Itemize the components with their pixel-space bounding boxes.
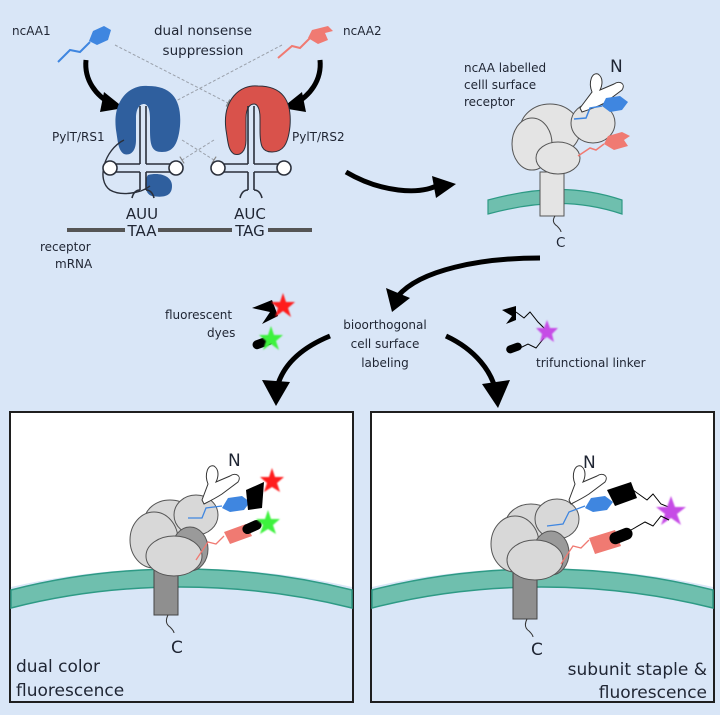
arrow-to-labelled-receptor <box>344 169 456 198</box>
panel-title-line1: subunit staple & <box>568 660 707 680</box>
cell-membrane <box>371 568 714 609</box>
labeling-section: fluorescent dyes bioorthogonal cell surf… <box>165 293 646 408</box>
receptor-subunits <box>490 498 580 581</box>
red-dye-icon <box>252 293 295 324</box>
dual-nonsense-title-line1: dual nonsense <box>154 23 252 39</box>
anticodon1-label: AUU <box>126 205 158 223</box>
receptor-subunits <box>511 102 616 175</box>
ncaa2-icon <box>277 26 333 59</box>
ncaa1-label: ncAA1 <box>12 24 51 38</box>
mrna-label-line2: mRNA <box>55 257 93 271</box>
n-terminus-label: N <box>583 453 596 473</box>
pylrs2-enzyme <box>224 85 291 155</box>
dual-color-fluorescence-panel: C N dual color fluorescence <box>9 411 354 703</box>
c-terminus-label: C <box>171 638 183 658</box>
c-terminus-label: C <box>556 235 565 251</box>
ncaa2-site-icon <box>604 132 630 150</box>
labelled-receptor-section: ncAA labelled celll surface receptor C N <box>464 57 630 251</box>
anticodon2-label: AUC <box>234 205 266 223</box>
dyes-label-line1: fluorescent <box>165 308 232 322</box>
transmembrane-domain <box>539 171 565 217</box>
receptor-label-line3: receptor <box>464 95 515 109</box>
mrna-label-line1: receptor <box>40 240 91 254</box>
linker-label: trifunctional linker <box>536 356 646 370</box>
receptor-label-line1: ncAA labelled <box>464 61 546 75</box>
arrow-to-subunit-staple <box>444 333 510 408</box>
dyes-label-line2: dyes <box>207 326 235 340</box>
labeling-label-line1: bioorthogonal <box>343 318 426 332</box>
codon2-label: TAG <box>234 222 265 240</box>
labeling-label-line3: labeling <box>361 356 409 370</box>
trifunctional-linker-icon <box>502 306 558 354</box>
ncaa1-site-icon <box>602 96 628 112</box>
receptor-subunits <box>129 494 219 577</box>
ncaa2-label: ncAA2 <box>343 24 382 38</box>
panel-title-line2: fluorescence <box>16 681 124 701</box>
panel-title-line2: fluorescence <box>599 683 707 703</box>
green-dye-icon <box>252 326 283 350</box>
cell-membrane <box>10 568 353 609</box>
n-terminus-label: N <box>610 57 623 77</box>
ncaa1-icon <box>57 26 111 63</box>
receptor-label-line2: celll surface <box>464 78 536 92</box>
codon1-label: TAA <box>127 222 158 240</box>
antibody-binding-domain <box>201 465 240 505</box>
pylrs1-label: PylT/RS1 <box>52 130 105 144</box>
arrow-ncaa1-to-rs1 <box>83 59 124 112</box>
labeling-label-line2: cell surface <box>351 337 420 351</box>
c-terminus-label: C <box>531 640 543 660</box>
pylrs1-enzyme <box>102 85 181 197</box>
subunit-staple-panel: C N subunit staple & fluorescence <box>370 411 715 703</box>
cross-inhibition-lines <box>114 44 283 164</box>
arrow-to-labeling <box>386 255 541 312</box>
arrow-to-dual-color <box>262 333 331 406</box>
antibody-binding-domain <box>568 465 607 505</box>
dual-nonsense-suppression-section: ncAA1 ncAA2 dual nonsense suppression <box>12 23 382 271</box>
panel-title-line1: dual color <box>16 657 100 677</box>
dual-nonsense-title-line2: suppression <box>163 43 244 59</box>
n-terminus-label: N <box>228 451 241 471</box>
pylrs2-label: PylT/RS2 <box>292 130 345 144</box>
